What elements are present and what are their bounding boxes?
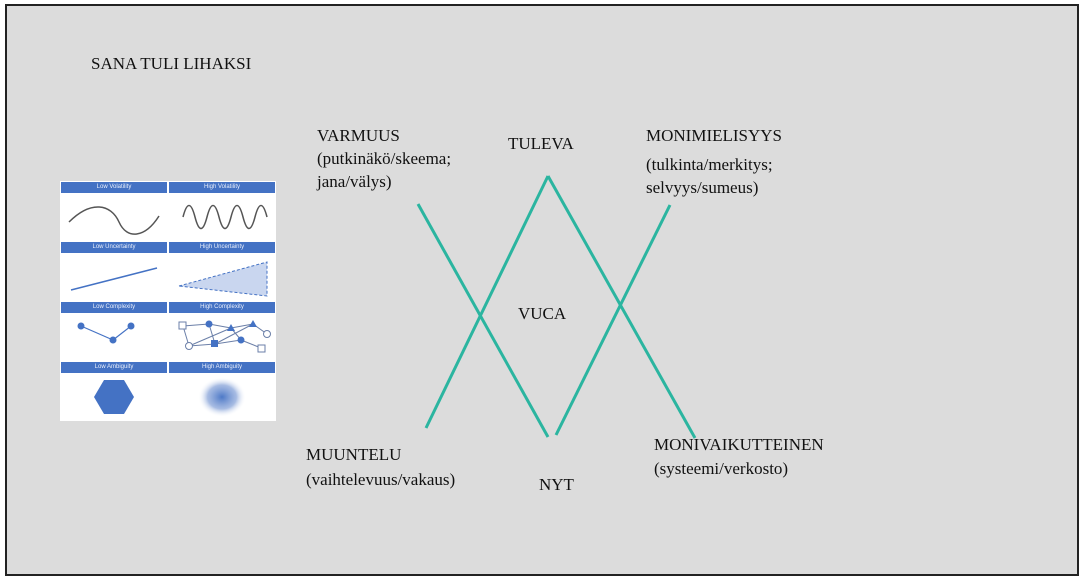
high-volatility-wave-icon (169, 194, 275, 240)
grid-header-low-uncertainty: Low Uncertainty (61, 242, 167, 253)
label-monimielisyys-detail-2: selvyys/sumeus) (646, 178, 759, 197)
line-tuleva-to-monivaikutteinen (546, 175, 697, 439)
grid-header-high-volatility: High Volatility (169, 182, 275, 193)
high-complexity-network-icon (169, 314, 275, 360)
label-varmuus-detail-1: (putkinäkö/skeema; (317, 149, 452, 168)
label-monimielisyys-detail-1: (tulkinta/merkitys; (646, 155, 773, 174)
grid-header-high-complexity: High Complexity (169, 302, 275, 313)
label-nyt: NYT (539, 475, 574, 494)
high-uncertainty-cone-icon (169, 254, 275, 300)
line-varmuus-to-nyt (416, 203, 550, 438)
grid-header-high-uncertainty: High Uncertainty (169, 242, 275, 253)
label-vuca: VUCA (518, 304, 567, 323)
line-muuntelu-to-tuleva (424, 175, 550, 429)
low-volatility-wave-icon (61, 194, 167, 240)
high-ambiguity-blur-icon (169, 374, 275, 420)
low-uncertainty-line-icon (61, 254, 167, 300)
low-ambiguity-hexagon-icon (61, 374, 167, 420)
label-muuntelu: MUUNTELU (306, 445, 402, 464)
low-complexity-network-icon (61, 314, 167, 360)
grid-header-high-ambiguity: High Ambiguity (169, 362, 275, 373)
label-monivaikutteinen: MONIVAIKUTTEINEN (654, 435, 824, 454)
label-tuleva: TULEVA (508, 134, 574, 153)
label-varmuus-detail-2: jana/välys) (317, 172, 392, 191)
label-monivaikutteinen-detail: (systeemi/verkosto) (654, 459, 789, 478)
line-nyt-to-monimielisyys (554, 204, 672, 436)
label-monimielisyys: MONIMIELISYYS (646, 126, 782, 145)
label-varmuus: VARMUUS (317, 126, 400, 145)
grid-header-low-complexity: Low Complexity (61, 302, 167, 313)
grid-header-low-ambiguity: Low Ambiguity (61, 362, 167, 373)
vuca-grid-image: Low Volatility High Volatility Low Uncer… (60, 181, 276, 421)
label-muuntelu-detail: (vaihtelevuus/vakaus) (306, 470, 456, 489)
grid-header-low-volatility: Low Volatility (61, 182, 167, 193)
slide-title: SANA TULI LIHAKSI (91, 54, 252, 73)
